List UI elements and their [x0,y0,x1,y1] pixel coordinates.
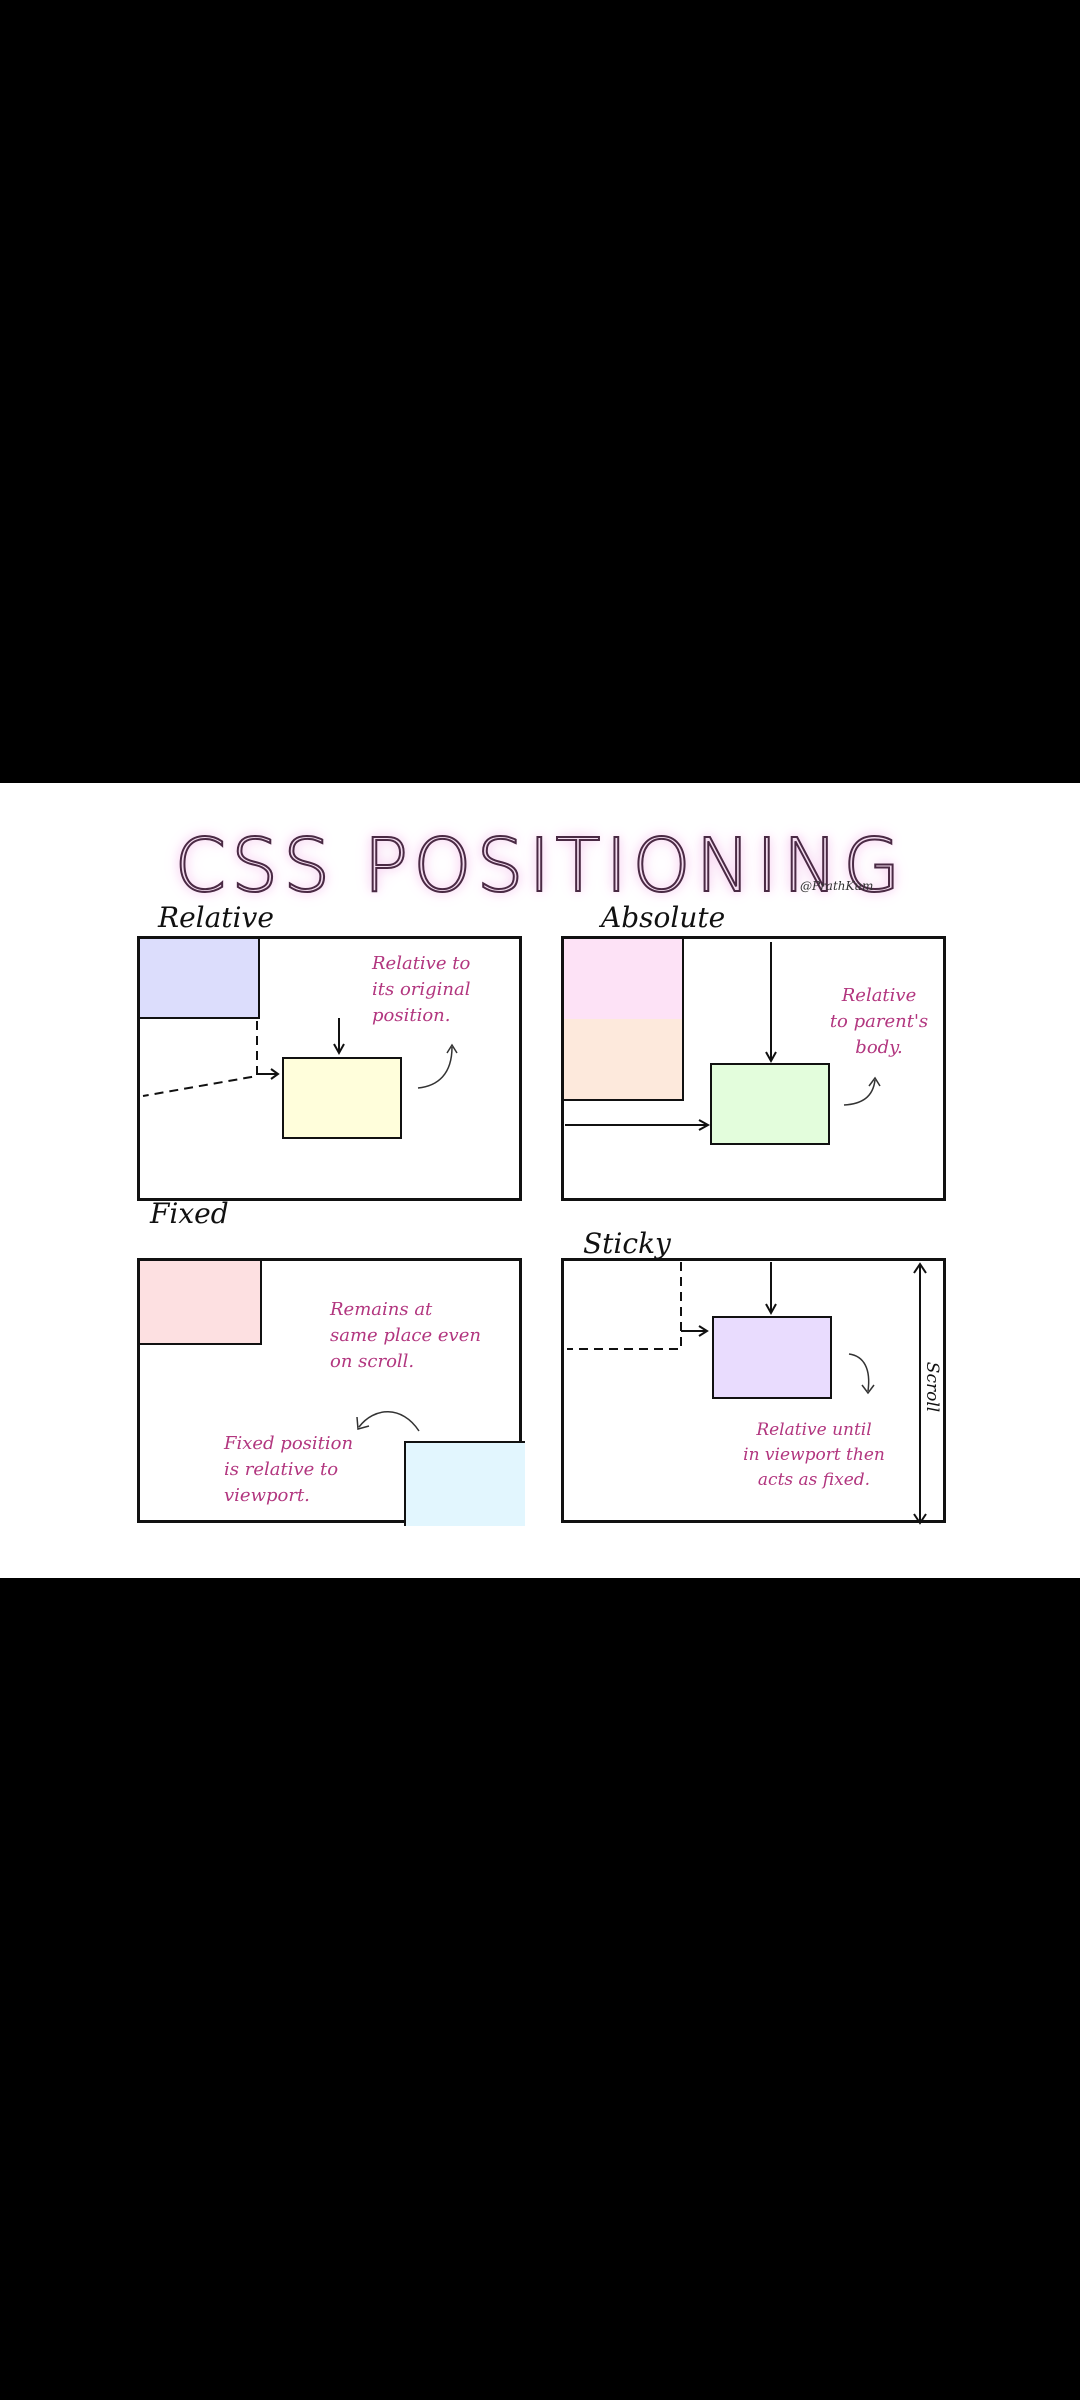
sticky-scroll-label: Scroll [922,1361,942,1413]
relative-original-box [140,939,260,1019]
sticky-arrows [567,1262,927,1525]
relative-panel: Relative to its original position. [137,936,522,1201]
absolute-box-second [564,1019,684,1101]
absolute-panel: Relative to parent's body. [561,936,946,1201]
sticky-panel-title: Sticky [583,1227,671,1260]
fixed-note-top: Remains at same place even on scroll. [330,1299,481,1372]
fixed-note-bottom: Fixed position is relative to viewport. [224,1433,354,1506]
fixed-panel: Remains at same place even on scroll. Fi… [137,1258,525,1526]
relative-panel-title: Relative [158,901,274,934]
sticky-note: Relative until in viewport then acts as … [743,1420,885,1490]
author-credit: @PrathKum [800,879,874,893]
sticky-panel: Relative until in viewport then acts as … [561,1258,946,1525]
absolute-box-first [564,939,684,1021]
fixed-arrows [356,1411,420,1432]
fixed-box-viewport [404,1441,525,1526]
absolute-arrows [565,942,881,1131]
absolute-positioned-box [710,1063,830,1145]
absolute-note: Relative to parent's body. [829,985,929,1058]
relative-moved-box [282,1057,402,1139]
fixed-panel-title: Fixed [150,1197,229,1230]
sticky-box [712,1316,832,1399]
diagram-canvas: CSS POSITIONING @PrathKum Relative Relat… [0,783,1080,1578]
fixed-box-top [140,1261,262,1345]
relative-arrows [142,1018,458,1097]
absolute-panel-title: Absolute [601,901,726,934]
relative-note: Relative to its original position. [372,953,471,1026]
diagram-title: CSS POSITIONING [174,822,906,910]
